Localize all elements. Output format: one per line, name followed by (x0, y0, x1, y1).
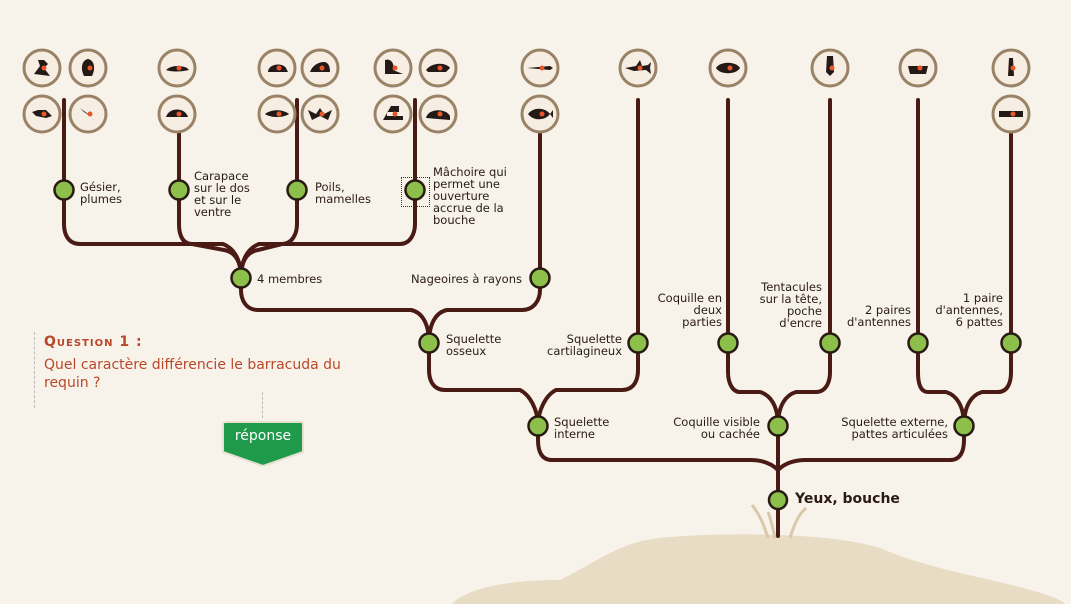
manatee-icon (418, 94, 458, 134)
otter-icon (418, 48, 458, 88)
seal-icon (300, 48, 340, 88)
node-yeux[interactable] (767, 489, 789, 511)
question-text: Quel caractère différencie le barracuda … (44, 357, 341, 391)
selection-marker (401, 177, 430, 207)
insect-icon (991, 48, 1031, 88)
label-coquille: Coquille visible ou cachée (673, 415, 760, 441)
label-yeux: Yeux, bouche (795, 491, 900, 507)
node-gesier[interactable] (53, 179, 75, 201)
node-tentacules[interactable] (819, 332, 841, 354)
duck-icon (22, 94, 62, 134)
node-antennes1[interactable] (1000, 332, 1022, 354)
label-coquille2: Coquille en deux parties (657, 291, 722, 329)
grass (750, 504, 808, 539)
penguin-icon (68, 48, 108, 88)
node-externe[interactable] (953, 415, 975, 437)
question-guide-left (34, 332, 35, 408)
fish-icon (520, 94, 560, 134)
nodes (53, 179, 1022, 511)
node-poils[interactable] (286, 179, 308, 201)
lizard-icon (157, 48, 197, 88)
label-gesier: Gésier, plumes (80, 180, 123, 206)
orca-icon (257, 94, 297, 134)
node-machoire[interactable] (404, 179, 426, 201)
ground (452, 534, 1066, 604)
node-coquille[interactable] (767, 415, 789, 437)
question-title: Question 1 : (44, 334, 143, 350)
label-osseux: Squelette osseux (446, 332, 502, 358)
node-coquille2[interactable] (717, 332, 739, 354)
squid-icon (810, 48, 850, 88)
label-antennes1: 1 paire d'antennes, 6 pattes (935, 291, 1003, 329)
bat-icon (300, 94, 340, 134)
node-cartilagineux[interactable] (627, 332, 649, 354)
label-nageoires: Nageoires à rayons (410, 272, 522, 286)
label-cartilagineux: Squelette cartilagineux (547, 332, 622, 358)
label-membres: 4 membres (257, 272, 323, 286)
barracuda-icon (520, 48, 560, 88)
label-poils: Poils, mamelles (315, 180, 371, 206)
animal-icons (22, 48, 1031, 134)
node-carapace[interactable] (168, 179, 190, 201)
label-externe: Squelette externe, pattes articulées (841, 415, 948, 441)
label-antennes2: 2 paires d'antennes (846, 303, 911, 329)
answer-button[interactable]: réponse (221, 420, 305, 466)
shark-icon (618, 48, 658, 88)
bat-bird-icon (68, 94, 108, 134)
node-osseux[interactable] (418, 332, 440, 354)
mussel-icon (708, 48, 748, 88)
node-membres[interactable] (230, 267, 252, 289)
bird-icon (22, 48, 62, 88)
label-machoire: Mâchoire qui permet une ouverture accrue… (433, 165, 507, 227)
answer-button-label: réponse (234, 428, 292, 444)
snake-icon (373, 94, 413, 134)
node-antennes2[interactable] (907, 332, 929, 354)
question-guide-right (262, 392, 263, 418)
dragonfly-icon (991, 94, 1031, 134)
crab-icon (898, 48, 938, 88)
answer-button-shape (222, 421, 304, 466)
label-tentacules: Tentacules sur la tête, poche d'encre (759, 280, 822, 330)
rat-icon (257, 48, 297, 88)
sea-lion-icon (373, 48, 413, 88)
turtle-icon (157, 94, 197, 134)
node-interne[interactable] (527, 415, 549, 437)
label-carapace: Carapace sur le dos et sur le ventre (194, 169, 250, 219)
node-nageoires[interactable] (529, 267, 551, 289)
branches (62, 98, 1013, 538)
label-interne: Squelette interne (554, 415, 610, 441)
